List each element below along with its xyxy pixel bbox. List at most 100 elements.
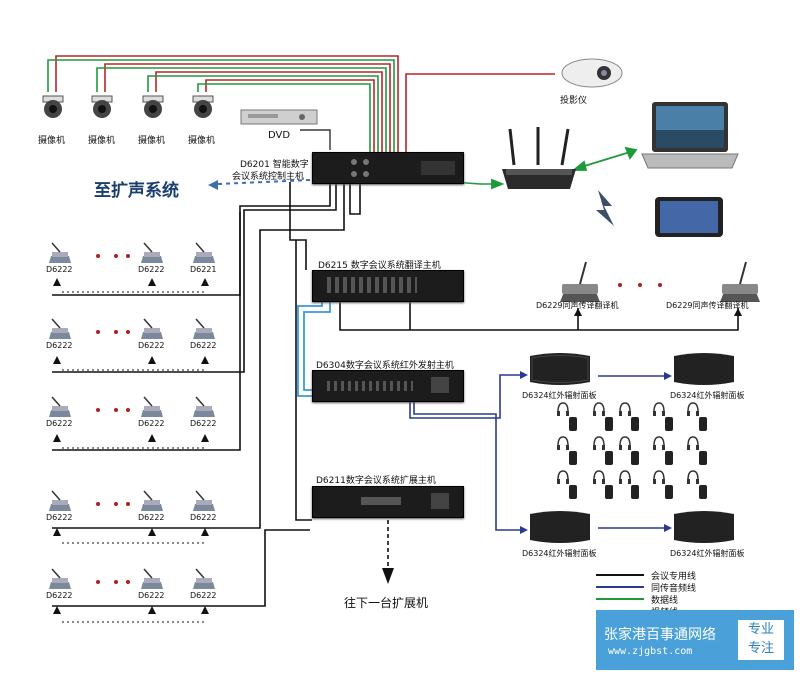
legend-label: 数据线 xyxy=(651,596,679,606)
to-next-label: 往下一台扩展机 xyxy=(344,596,429,610)
ir-radiator-icon xyxy=(528,508,592,546)
legend-label: 同传音频线 xyxy=(651,584,697,594)
translator-label: D6229同声传译翻译机 xyxy=(666,301,749,310)
camera-label: 摄像机 xyxy=(38,136,66,146)
projector-icon xyxy=(560,55,624,93)
projector-label: 投影仪 xyxy=(560,96,588,106)
ir-radiator-icon xyxy=(528,350,592,388)
ir-radiator-label: D6324红外辐射面板 xyxy=(670,391,745,400)
headphone-icon xyxy=(556,470,570,486)
ir-radiator-label: D6324红外辐射面板 xyxy=(522,549,597,558)
headphone-icon xyxy=(652,402,666,418)
ir-receiver-icon xyxy=(566,450,580,466)
headphone-icon xyxy=(556,436,570,452)
translator-icon xyxy=(716,258,764,308)
dvd-label: DVD xyxy=(268,130,291,141)
headphone-icon xyxy=(652,470,666,486)
tablet-icon xyxy=(654,196,724,242)
camera-label: 摄像机 xyxy=(88,136,116,146)
headphone-icon xyxy=(556,402,570,418)
microphone-label: D6222 xyxy=(138,341,165,350)
headphone-icon xyxy=(592,436,606,452)
translator-label: D6229同声传译翻译机 xyxy=(536,301,619,310)
ir-radiator-icon xyxy=(672,350,736,388)
headphone-icon xyxy=(618,470,632,486)
headphone-icon xyxy=(686,402,700,418)
to-pa-label: 至扩声系统 xyxy=(94,181,179,201)
ir-radiator-label: D6324红外辐射面板 xyxy=(670,549,745,558)
ir-radiator-label: D6324红外辐射面板 xyxy=(522,391,597,400)
ir-receiver-icon xyxy=(602,484,616,500)
ir-receiver-icon xyxy=(696,484,710,500)
ir-receiver-icon xyxy=(696,416,710,432)
dvd-player-icon xyxy=(240,106,318,132)
ir-receiver-icon xyxy=(662,484,676,500)
main-unit-label-2: 会议系统控制主机 xyxy=(232,172,305,182)
microphone-icon xyxy=(192,568,216,590)
ptz-camera-icon xyxy=(89,94,115,120)
headphone-icon xyxy=(652,436,666,452)
microphone-label: D6222 xyxy=(190,419,217,428)
microphone-icon xyxy=(48,568,72,590)
ir-receiver-icon xyxy=(566,416,580,432)
ir-radiator-icon xyxy=(672,508,736,546)
microphone-icon xyxy=(48,490,72,512)
microphone-icon xyxy=(140,568,164,590)
headphone-icon xyxy=(592,402,606,418)
microphone-label: D6222 xyxy=(46,265,73,274)
ir-receiver-icon xyxy=(602,450,616,466)
microphone-icon xyxy=(140,396,164,418)
microphone-label: D6222 xyxy=(190,513,217,522)
watermark-name: 张家港百事通网络 xyxy=(604,627,716,643)
microphone-label: D6222 xyxy=(46,341,73,350)
video-lines xyxy=(55,55,555,152)
main-control-unit xyxy=(312,152,464,184)
camera-label: 摄像机 xyxy=(188,136,216,146)
data-line xyxy=(491,146,638,190)
watermark-banner: 张家港百事通网络 www.zjgbst.com 专业 专注 xyxy=(596,610,794,670)
microphone-label: D6222 xyxy=(190,591,217,600)
ptz-camera-icon xyxy=(190,94,216,120)
headphone-icon xyxy=(592,470,606,486)
watermark-badge: 专业 专注 xyxy=(738,620,784,660)
wireless-router-icon xyxy=(498,125,580,199)
ptz-camera-icon xyxy=(140,94,166,120)
microphone-label: D6222 xyxy=(138,419,165,428)
ir-lines xyxy=(409,374,668,531)
microphone-icon xyxy=(192,490,216,512)
microphone-icon xyxy=(140,490,164,512)
expansion-unit xyxy=(312,486,464,518)
ir-receiver-icon xyxy=(602,416,616,432)
main-unit-label-1: D6201 智能数字 xyxy=(240,160,309,170)
down-arrow-icon xyxy=(382,568,394,584)
ir-receiver-icon xyxy=(696,450,710,466)
microphone-label: D6222 xyxy=(46,419,73,428)
ir-receiver-icon xyxy=(662,416,676,432)
microphone-icon xyxy=(48,396,72,418)
microphone-icon xyxy=(192,318,216,340)
headphone-icon xyxy=(686,470,700,486)
legend-label: 会议专用线 xyxy=(651,572,697,582)
microphone-icon xyxy=(192,396,216,418)
ir-receiver-icon xyxy=(628,450,642,466)
headphone-icon xyxy=(618,402,632,418)
microphone-icon xyxy=(48,242,72,264)
microphone-label: D6222 xyxy=(46,513,73,522)
expansion-unit-label: D6211数字会议系统扩展主机 xyxy=(316,476,436,486)
microphone-label: D6222 xyxy=(138,591,165,600)
ir-receiver-icon xyxy=(628,484,642,500)
conference-lines xyxy=(52,182,739,607)
ptz-camera-icon xyxy=(40,94,66,120)
microphone-icon xyxy=(192,242,216,264)
microphone-label: D6222 xyxy=(46,591,73,600)
laptop-icon xyxy=(640,100,740,176)
ir-receiver-icon xyxy=(566,484,580,500)
translation-unit xyxy=(312,270,464,302)
ir-transmitter-unit xyxy=(312,370,464,402)
microphone-label: D6222 xyxy=(138,513,165,522)
ir-receiver-icon xyxy=(662,450,676,466)
lightning-icon xyxy=(596,190,614,226)
ir-transmitter-label: D6304数字会议系统红外发射主机 xyxy=(316,361,454,371)
microphone-label: D6222 xyxy=(190,341,217,350)
microphone-icon xyxy=(48,318,72,340)
